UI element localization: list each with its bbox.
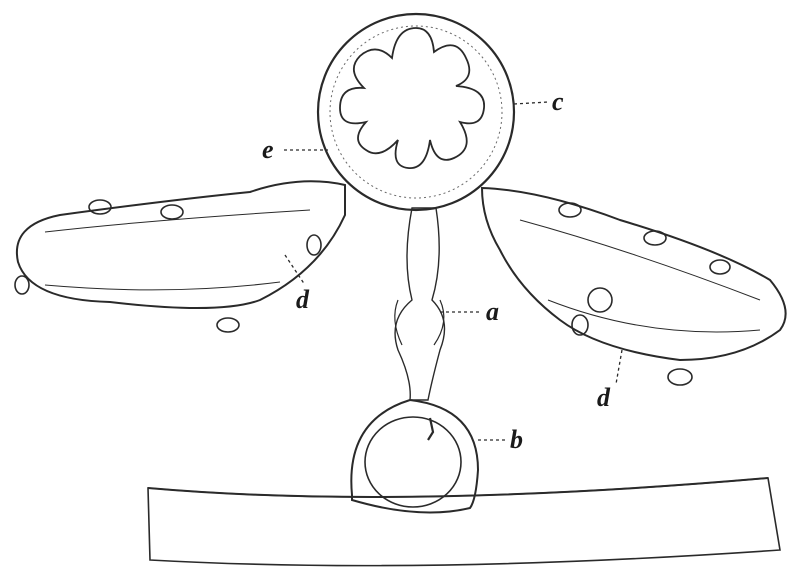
label-c: c — [552, 87, 564, 116]
leader-lines — [284, 102, 622, 440]
label-e: e — [262, 135, 274, 164]
base-tissue — [148, 478, 780, 566]
label-a: a — [486, 297, 499, 326]
label-d-right: d — [597, 383, 611, 412]
figure-labels: a b c d d e — [262, 87, 611, 454]
stalk-a — [395, 208, 445, 400]
top-sphere-c — [318, 14, 514, 210]
label-d-left: d — [296, 285, 310, 314]
right-arm-d — [482, 188, 786, 385]
label-b: b — [510, 425, 523, 454]
